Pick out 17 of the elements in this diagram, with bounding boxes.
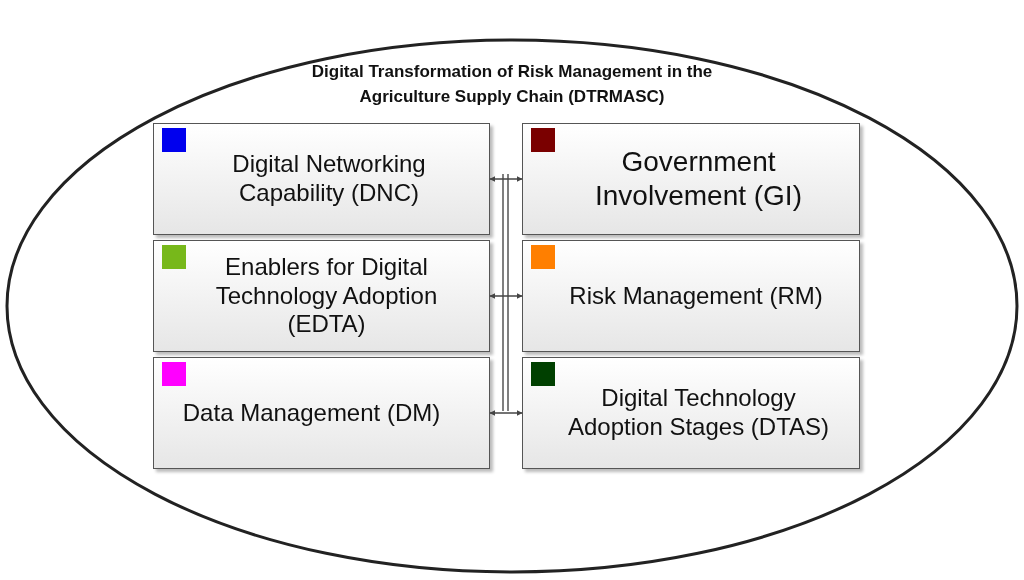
category-label: Enablers for Digital Technology Adoption (EDTA): [214, 252, 439, 340]
category-box: [522, 240, 860, 352]
category-box: [522, 123, 860, 235]
category-label: Digital Networking Capability (DNC): [231, 150, 427, 208]
category-label: Digital Technology Adoption Stages (DTAS): [568, 384, 829, 442]
category-label: Data Management (DM): [182, 398, 441, 428]
category-box: [153, 240, 490, 352]
category-box: [153, 357, 490, 469]
category-box: [153, 123, 490, 235]
category-label: Risk Management (RM): [569, 281, 823, 311]
double-arrow: [489, 293, 523, 299]
category-label: Government Involvement (GI): [594, 145, 803, 213]
ellipse-node: [5, 38, 1019, 574]
ellipse-heading: Digital Transformation of Risk Management in the Agriculture Supply Chain (DTRMASC): [310, 61, 714, 108]
double-arrow: [489, 176, 523, 182]
category-box: [522, 357, 860, 469]
double-arrow: [489, 410, 523, 416]
